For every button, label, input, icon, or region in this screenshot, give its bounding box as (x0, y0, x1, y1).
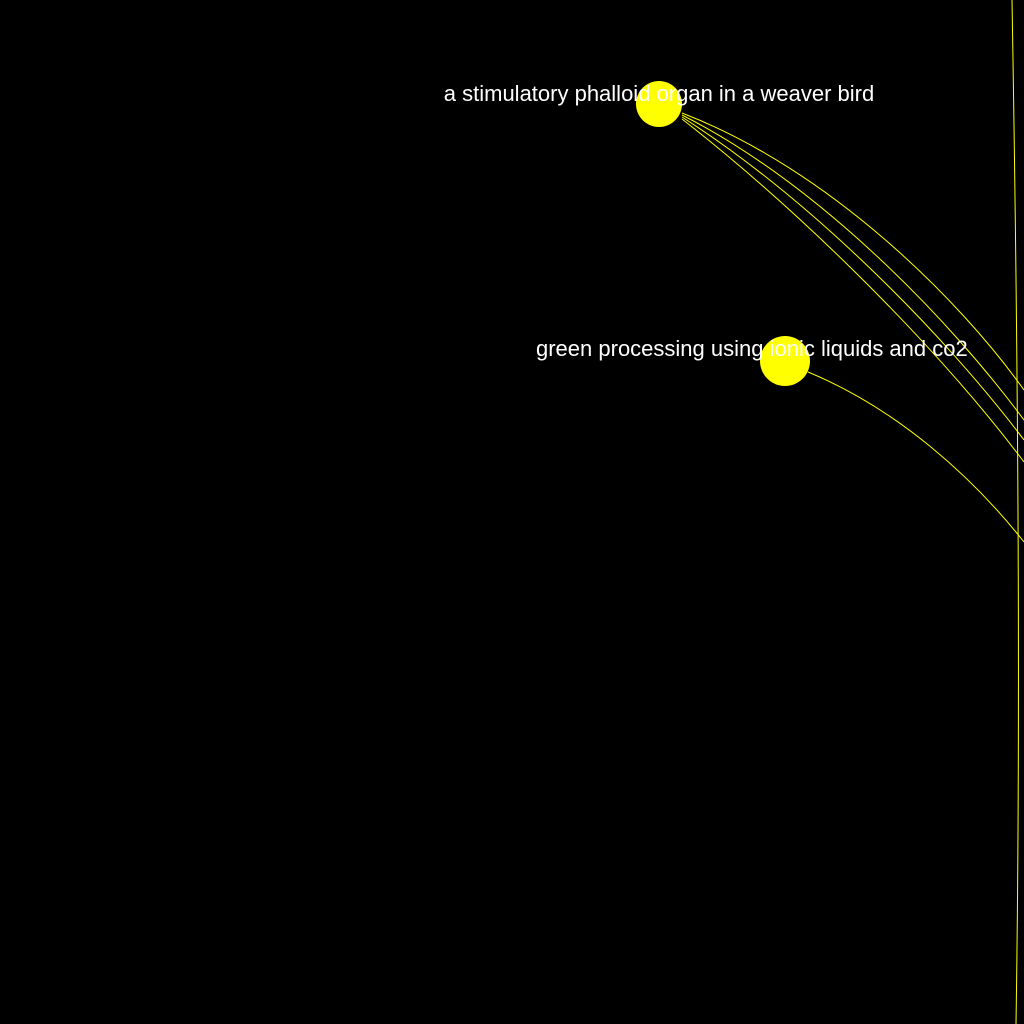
node-label: green processing using ionic liquids and… (536, 336, 968, 361)
edges (681, 0, 1024, 1024)
graph-edge (681, 112, 1024, 391)
graph-edge (1011, 0, 1020, 1024)
graph-edge (681, 118, 1024, 463)
graph-edge (807, 371, 1024, 543)
graph-edge (681, 116, 1024, 441)
nodes (636, 81, 810, 386)
graph-edge (681, 114, 1024, 421)
node-label: a stimulatory phalloid organ in a weaver… (444, 81, 874, 106)
labels: a stimulatory phalloid organ in a weaver… (444, 81, 968, 361)
graph-node[interactable] (636, 81, 682, 127)
graph-node[interactable] (760, 336, 810, 386)
